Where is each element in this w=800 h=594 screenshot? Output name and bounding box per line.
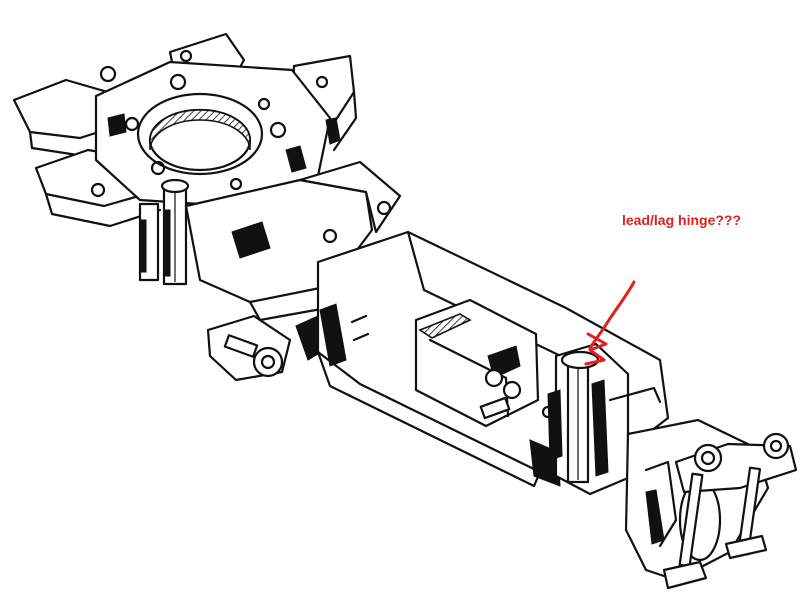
annotation-label: lead/lag hinge??? <box>622 212 742 228</box>
blade-clevis <box>624 418 798 590</box>
annotation-arrow <box>584 280 636 366</box>
hand-drawn-arrow-icon <box>588 280 636 350</box>
hub-star-plate <box>12 32 358 228</box>
